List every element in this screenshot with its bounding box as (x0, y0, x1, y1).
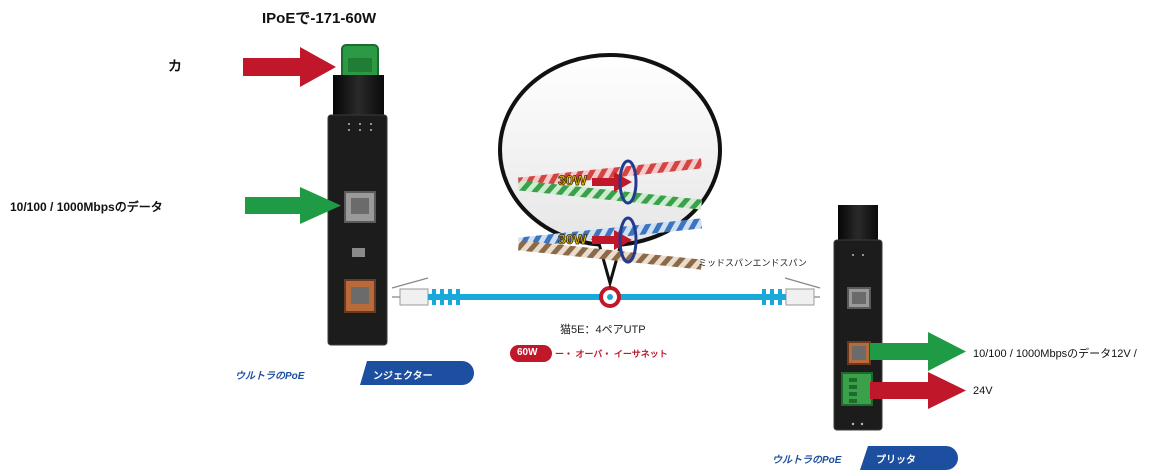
splitter-terminal-pins (849, 378, 857, 403)
splitter-name: プリッタ (876, 455, 916, 466)
current-loop-bottom-icon (618, 216, 638, 264)
injector-terminal-screws (348, 58, 372, 72)
power-in-label: カ (168, 58, 182, 74)
left-rj45-plug (399, 288, 429, 306)
injector-name: ンジェクター (373, 371, 433, 382)
right-rj45-plug (785, 288, 815, 306)
pair-blue (517, 218, 703, 248)
data-out-arrow (870, 332, 966, 371)
diagram-title: IPoEで-171-60W (262, 10, 377, 27)
data-in-label: 10/100 / 1000Mbpsのデータ (10, 200, 163, 214)
injector-data-port-socket (351, 198, 369, 214)
pair-red (517, 158, 703, 188)
pair-bottom-arrow (614, 230, 632, 250)
splitter-leds (852, 254, 864, 256)
splitter-data-port-socket (852, 346, 866, 360)
splitter-brand: ウルトラのPoE (772, 455, 842, 466)
pair-brown (517, 240, 703, 270)
total-watt-pill (510, 345, 552, 362)
injector-poe-port-socket (351, 287, 369, 304)
ethernet-cable (391, 277, 821, 308)
injector-status-led (352, 248, 365, 257)
data-in-arrow (245, 187, 341, 224)
right-strain-relief (762, 289, 782, 305)
pair-watt-top-badge: 30W (558, 172, 588, 189)
current-loop-top-icon (618, 159, 638, 205)
data-out-label: 10/100 / 1000Mbpsのデータ12V / (973, 348, 1137, 360)
power-out-arrow (870, 372, 966, 409)
power-out-label: 24V (973, 385, 993, 397)
pair-green (517, 180, 703, 210)
injector-device (327, 44, 388, 346)
cable-label: 猫5E：4ペアUTP (560, 324, 646, 336)
left-strain-relief (432, 289, 460, 305)
splitter-badge-shape (860, 446, 958, 470)
ethernet-label: ー・ オーバ・ イーサネット (555, 349, 668, 359)
injector-brand: ウルトラのPoE (235, 371, 305, 382)
midspan-label: ミッドスパンエンドスパン (698, 258, 807, 268)
power-in-arrow (243, 47, 336, 87)
pair-watt-bottom-badge: 30W (558, 231, 588, 248)
cable-zoom-bubble (498, 53, 723, 289)
injector-badge-shape (360, 361, 474, 385)
injector-leds (348, 123, 372, 131)
splitter-poe-port-socket (852, 292, 866, 304)
pair-top-arrow (614, 172, 632, 192)
total-watt-badge: 60W (517, 347, 538, 358)
